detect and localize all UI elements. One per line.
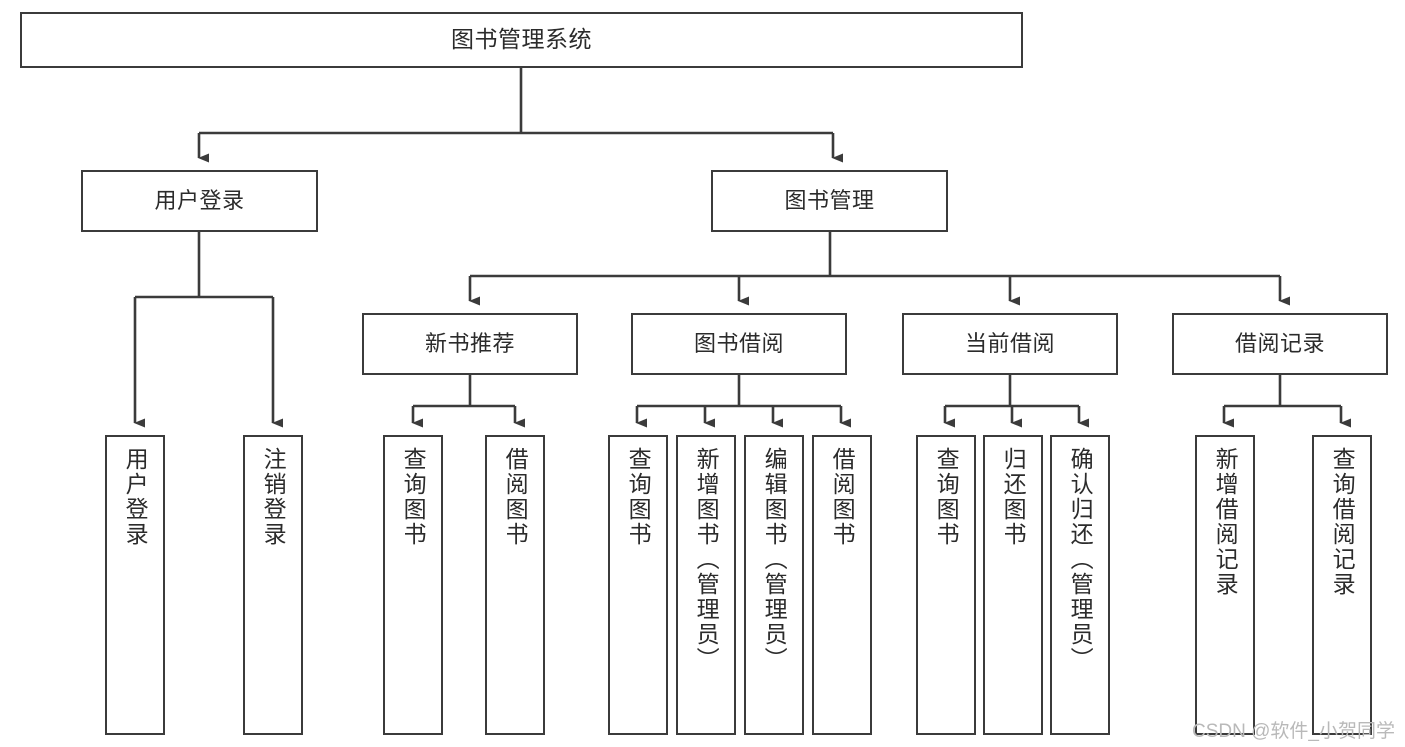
node-label: 编辑图书（管理员） [761,447,788,672]
node-label: 新增图书（管理员） [693,447,720,672]
node-root-book-management-system[interactable]: 图书管理系统 [20,12,1023,68]
node-label: 确认归还（管理员） [1067,447,1094,672]
node-label: 用户登录 [154,188,245,214]
leaf-borrow-record-query-record[interactable]: 查询借阅记录 [1312,435,1372,735]
node-user-login[interactable]: 用户登录 [81,170,318,232]
node-label: 图书管理 [784,188,875,214]
node-current-borrow[interactable]: 当前借阅 [902,313,1118,375]
node-label: 注销登录 [260,447,287,547]
leaf-book-borrow-query-book[interactable]: 查询图书 [608,435,668,735]
node-label: 当前借阅 [964,331,1055,357]
node-label: 借阅记录 [1234,331,1325,357]
leaf-current-borrow-confirm-return-admin[interactable]: 确认归还（管理员） [1050,435,1110,735]
leaf-new-book-query-book[interactable]: 查询图书 [383,435,443,735]
leaf-new-book-borrow-book[interactable]: 借阅图书 [485,435,545,735]
node-label: 用户登录 [122,447,149,547]
leaf-book-borrow-edit-book-admin[interactable]: 编辑图书（管理员） [744,435,804,735]
node-book-management[interactable]: 图书管理 [711,170,948,232]
node-label: 图书借阅 [693,331,784,357]
node-label: 借阅图书 [829,447,856,547]
leaf-user-login-login[interactable]: 用户登录 [105,435,165,735]
node-new-book-recommend[interactable]: 新书推荐 [362,313,578,375]
leaf-current-borrow-query-book[interactable]: 查询图书 [916,435,976,735]
node-label: 归还图书 [1000,447,1027,547]
leaf-book-borrow-borrow-book[interactable]: 借阅图书 [812,435,872,735]
node-label: 新书推荐 [424,331,515,357]
node-label: 查询图书 [625,447,652,547]
node-label: 查询借阅记录 [1329,447,1356,597]
node-label: 查询图书 [400,447,427,547]
watermark-csdn: CSDN @软件_小贺同学 [1192,721,1395,742]
node-label: 查询图书 [933,447,960,547]
leaf-borrow-record-add-record[interactable]: 新增借阅记录 [1195,435,1255,735]
node-book-borrow[interactable]: 图书借阅 [631,313,847,375]
node-borrow-record[interactable]: 借阅记录 [1172,313,1388,375]
leaf-user-login-logout[interactable]: 注销登录 [243,435,303,735]
leaf-current-borrow-return-book[interactable]: 归还图书 [983,435,1043,735]
node-label: 借阅图书 [502,447,529,547]
node-label: 新增借阅记录 [1212,447,1239,597]
node-label: 图书管理系统 [451,26,592,53]
leaf-book-borrow-add-book-admin[interactable]: 新增图书（管理员） [676,435,736,735]
